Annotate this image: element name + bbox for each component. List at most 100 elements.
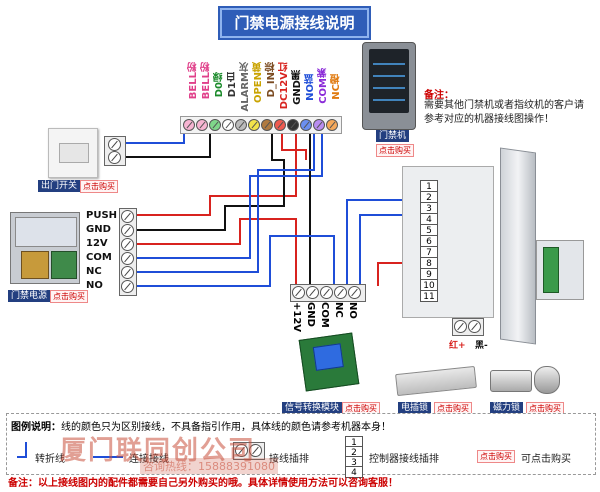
legend-turn-line: 转折线 [35, 454, 65, 465]
screw-icon [334, 286, 347, 299]
controller-unit [500, 147, 536, 345]
screw-icon [121, 210, 134, 223]
terminal-screw [287, 119, 299, 131]
terminal-screw [261, 119, 273, 131]
magnetic-lock-body [490, 370, 532, 392]
relay-icon [312, 343, 344, 371]
power-supply-top [15, 217, 77, 247]
lock-label-red: 红+ [449, 341, 466, 351]
terminal-label-nc: NC橙 [331, 74, 342, 100]
legend-link-line: 连接接线 [129, 454, 169, 465]
reader-note-title: 备注： [424, 90, 454, 101]
screw-icon [320, 286, 333, 299]
power-buy-button[interactable]: 点击购买 [50, 290, 88, 303]
power-supply-device [10, 212, 80, 284]
terminal-screw [274, 119, 286, 131]
legend-controller-post: 控制器接线插排 [369, 454, 439, 465]
power-label-12v: 12V [86, 238, 108, 249]
relay-terminal-labels: +12V GND COM NC NO [288, 302, 368, 342]
screw-icon [121, 280, 134, 293]
footer-note: 备注：以上接线图内的配件都需要自己另外购买的哦。具体详情使用方法可以咨询客服！ [8, 478, 398, 489]
power-label-nc: NC [86, 266, 102, 277]
reader-caption: 门禁机 [376, 130, 410, 142]
relay-label-12v: +12V [291, 302, 302, 333]
screw-icon [348, 286, 361, 299]
power-terminal-labels: PUSH GND 12V COM NC NO [86, 210, 126, 294]
access-terminal-labels: BELL粉 BELL粉 D0绿 D1白 ALARM灰 OPEN黄 D_IN棕 D… [186, 62, 346, 118]
exit-buy-button[interactable]: 点击购买 [80, 180, 118, 193]
link-line-icon [93, 456, 123, 458]
terminal-screw [183, 119, 195, 131]
legend-wire-post: 接线插排 [269, 454, 309, 465]
reader-note-body: 需要其他门禁机或者指纹机的客户请参考对应的机器接线图操作！ [424, 100, 584, 125]
wire-relay-blue-2 [359, 214, 420, 286]
terminal-screw [248, 119, 260, 131]
terminal-screw [300, 119, 312, 131]
transformer-icon [21, 251, 49, 279]
magnetic-lock-device [490, 364, 562, 394]
wire-no-blue [120, 235, 335, 287]
wire-exit-blue [125, 132, 185, 144]
controller-unit-module [536, 240, 584, 300]
wire-12v-red [120, 218, 297, 285]
reader-buy-button[interactable]: 点击购买 [376, 144, 414, 157]
terminal-screw [209, 119, 221, 131]
wire-gnd-black [120, 132, 285, 231]
screw-icon [121, 238, 134, 251]
relay-caption: 信号转换模块 [282, 402, 343, 414]
wire-relay-blue-1 [346, 199, 420, 286]
screw-icon [306, 286, 319, 299]
legend-title-label: 图例说明： [11, 422, 61, 433]
watermark-hotline: 咨询热线：15888391080 [140, 458, 278, 474]
wire-exit-black [125, 132, 211, 158]
watermark-company: 厦门联同创公司 [60, 436, 257, 466]
power-label-push: PUSH [86, 210, 118, 221]
relay-module-device [298, 332, 360, 392]
terminal-screw [196, 119, 208, 131]
relay-label-gnd: GND [305, 302, 316, 327]
terminal-green-icon [543, 247, 559, 293]
wire-dc12v-red [281, 132, 307, 160]
electric-lock-caption: 电插锁 [398, 402, 432, 414]
access-reader-device [362, 42, 416, 130]
exit-button-face [59, 143, 89, 163]
controller-terminal-column: 1 2 3 4 5 6 7 8 9 10 11 [410, 180, 440, 304]
wire-push-red [120, 132, 297, 216]
relay-label-no: NO [347, 302, 358, 319]
screw-icon [454, 320, 467, 333]
power-caption: 门禁电源 [8, 290, 51, 302]
wire-com-blue [120, 132, 323, 259]
relay-terminal-strip [290, 284, 366, 302]
legend-description: 线的颜色只为区别接线，不具备指引作用，具体线的颜色请参考机器本身！ [61, 422, 391, 433]
power-label-no: NO [86, 280, 103, 291]
legend-number: 4 [345, 466, 363, 478]
screw-icon [235, 444, 248, 457]
magnetic-lock-plate [534, 366, 560, 394]
power-label-gnd: GND [86, 224, 111, 235]
power-label-com: COM [86, 252, 112, 263]
wire-post-icon [233, 442, 265, 460]
legend-buy-button[interactable]: 点击购买 [477, 450, 515, 463]
relay-label-nc: NC [333, 302, 344, 318]
power-terminal-block [119, 208, 137, 296]
terminal-screw [222, 119, 234, 131]
screw-icon [121, 224, 134, 237]
lock-terminal-block [452, 318, 484, 336]
legend-box: 图例说明：线的颜色只为区别接线，不具备指引作用，具体线的颜色请参考机器本身！ 转… [6, 413, 596, 478]
lock-label-black: 黑- [475, 341, 488, 351]
circuit-board [51, 251, 77, 279]
screw-icon [249, 444, 262, 457]
screw-icon [121, 266, 134, 279]
page-title: 门禁电源接线说明 [220, 8, 369, 38]
screw-icon [108, 138, 121, 151]
controller-post-icon: 1 2 3 4 [345, 436, 363, 478]
terminal-screw [235, 119, 247, 131]
exit-button-device [48, 128, 98, 178]
legend-click-buy: 可点击购买 [521, 454, 571, 465]
controller-terminal-number: 11 [420, 290, 438, 302]
legend-title: 图例说明：线的颜色只为区别接线，不具备指引作用，具体线的颜色请参考机器本身！ [11, 418, 391, 433]
exit-caption: 出门开关 [38, 180, 81, 192]
relay-label-com: COM [319, 302, 330, 328]
keypad-grid [373, 55, 405, 105]
